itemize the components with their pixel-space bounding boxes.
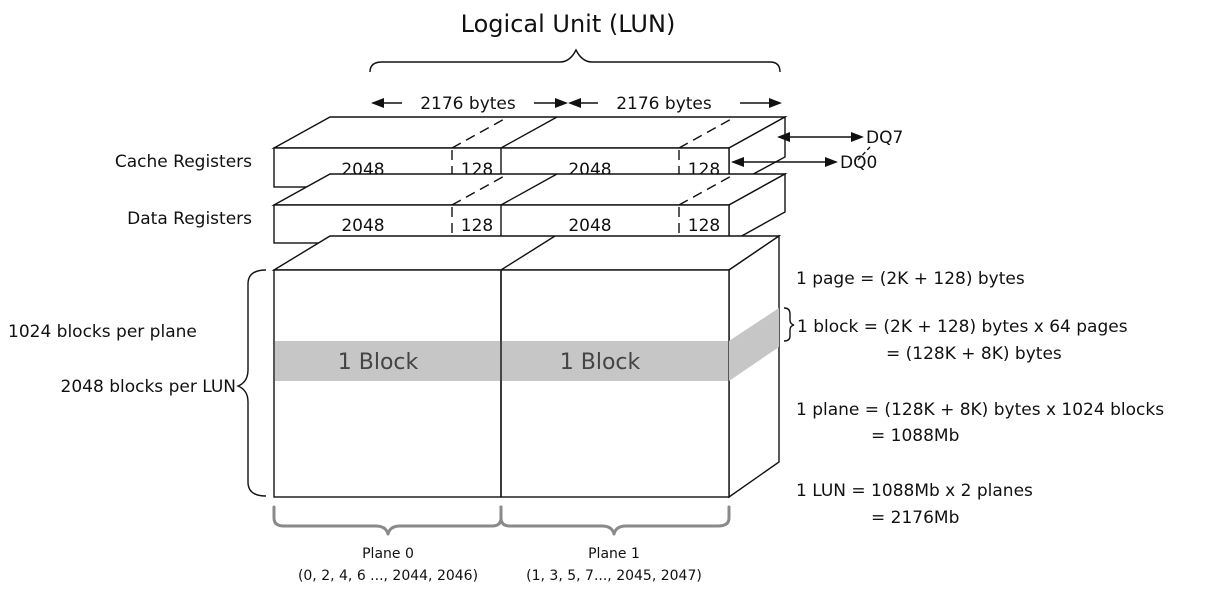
block-brace — [783, 307, 795, 342]
register-width-right: 2176 bytes — [568, 94, 782, 114]
register-width-label: 2176 bytes — [616, 94, 712, 114]
register-width-label: 2176 bytes — [420, 94, 516, 114]
page-size-eq: 1 page = (2K + 128) bytes — [796, 269, 1025, 289]
data-cell: 2048 — [341, 216, 384, 236]
plane0-name: Plane 0 — [362, 546, 414, 562]
data-cell: 128 — [688, 216, 720, 236]
cache-registers-label: Cache Registers — [115, 152, 252, 172]
plane-size-eq: 1 plane = (128K + 8K) bytes x 1024 block… — [796, 400, 1164, 420]
dq0-label: DQ0 — [840, 153, 877, 173]
lun-brace — [369, 48, 781, 73]
data-registers: 2048 128 2048 128 — [271, 172, 788, 245]
data-cell: 2048 — [568, 216, 611, 236]
data-registers-label: Data Registers — [127, 209, 252, 229]
register-width-left: 2176 bytes — [371, 94, 568, 114]
plane1-blocks: (1, 3, 5, 7..., 2045, 2047) — [526, 568, 702, 584]
plane1-brace — [499, 505, 731, 536]
lun-cube: 1 Block 1 Block — [271, 234, 782, 499]
dq-io: DQ7 DQ0 — [731, 128, 903, 173]
blocks-per-lun-label: 2048 blocks per LUN — [61, 377, 236, 397]
block-label-plane0: 1 Block — [338, 350, 419, 375]
lun-blocks-brace — [236, 269, 267, 497]
lun-size-eq-2: = 2176Mb — [871, 508, 959, 528]
lun-size-eq: 1 LUN = 1088Mb x 2 planes — [796, 481, 1033, 501]
plane0-blocks: (0, 2, 4, 6 ..., 2044, 2046) — [298, 568, 478, 584]
blocks-per-plane-label: 1024 blocks per plane — [8, 322, 197, 342]
block-label-plane1: 1 Block — [560, 350, 641, 375]
plane0-brace — [272, 505, 503, 536]
block-size-eq-2: = (128K + 8K) bytes — [886, 344, 1062, 364]
block-size-eq: 1 block = (2K + 128) bytes x 64 pages — [797, 317, 1128, 337]
diagram-title: Logical Unit (LUN) — [461, 10, 676, 38]
block-band-side — [729, 308, 779, 381]
plane1-name: Plane 1 — [588, 546, 640, 562]
dq7-label: DQ7 — [866, 128, 903, 148]
cache-registers: 2048 128 2048 128 — [271, 115, 788, 189]
plane-size-eq-2: = 1088Mb — [871, 426, 959, 446]
data-cell: 128 — [461, 216, 493, 236]
